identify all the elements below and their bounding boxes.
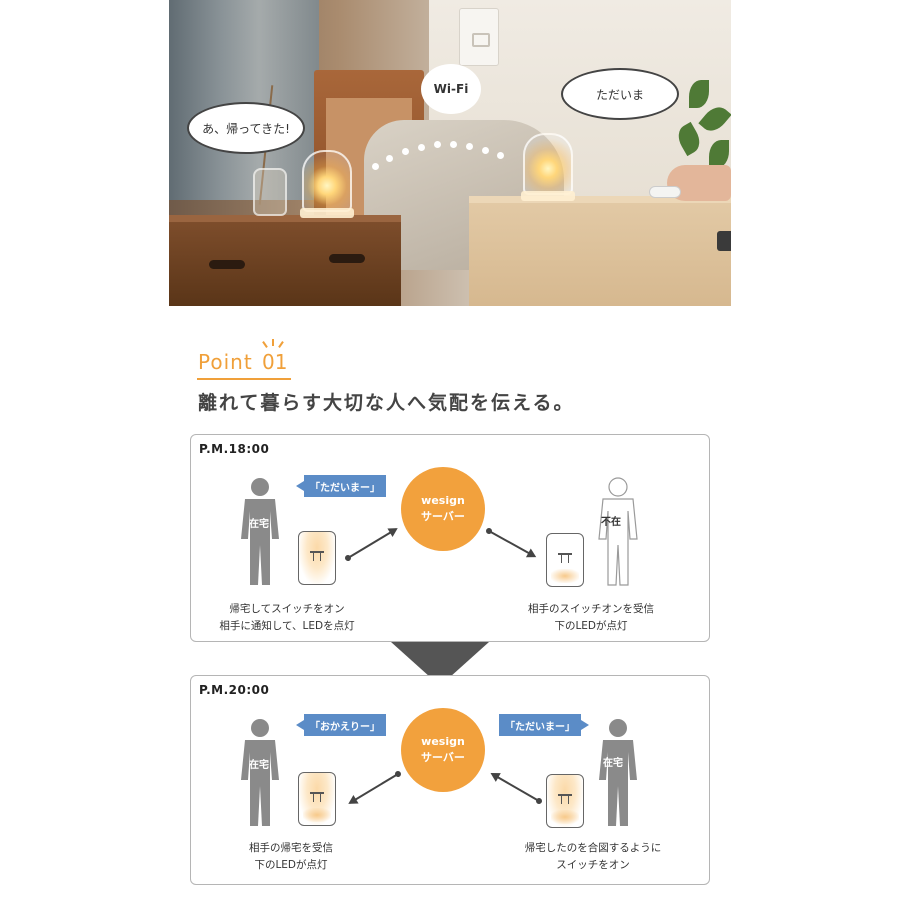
server-label: サーバー	[421, 510, 465, 523]
server-name: wesign	[421, 494, 465, 507]
server-name: wesign	[421, 735, 465, 748]
caption-left: 相手の帰宅を受信 下のLEDが点灯	[221, 840, 361, 874]
speech-tag-right: 「ただいまー」	[499, 714, 589, 736]
lamp-device-lit	[298, 772, 336, 826]
wesign-lamp-right	[521, 133, 575, 201]
status-label-home: 在宅	[249, 519, 269, 530]
signal-dot	[482, 147, 489, 154]
lamp-mark-icon	[558, 794, 572, 806]
glass-vase	[253, 168, 287, 216]
signal-dot	[386, 155, 393, 162]
person-icon-home	[235, 475, 285, 587]
speech-bubble-right: ただいま	[561, 68, 679, 120]
drawer-knob	[717, 231, 731, 251]
wesign-server: wesign サーバー	[401, 708, 485, 792]
flow-arrow	[347, 528, 397, 559]
plant-leaf	[689, 80, 709, 108]
point-number: 01	[262, 350, 288, 374]
caption-line: 帰宅してスイッチをオン	[229, 603, 345, 615]
wesign-server: wesign サーバー	[401, 467, 485, 551]
caption-line: スイッチをオン	[556, 859, 630, 871]
flow-arrow	[349, 773, 399, 804]
led-glow	[551, 810, 579, 824]
flow-arrow	[488, 530, 535, 558]
status-label-home: 在宅	[249, 760, 269, 771]
left-side-table	[169, 222, 401, 306]
signal-dot	[497, 152, 504, 159]
speech-tag-left: 「おかえりー」	[296, 714, 386, 736]
signal-dot	[418, 144, 425, 151]
person-icon-away	[593, 475, 643, 587]
product-photo: Wi-Fi あ、帰ってきた! ただいま	[169, 0, 731, 306]
person-icon-home-right	[593, 716, 643, 828]
caption-line: 帰宅したのを合図するように	[524, 842, 662, 854]
caption-right: 帰宅したのを合図するように スイッチをオン	[509, 840, 677, 874]
wesign-lamp-left	[300, 150, 354, 218]
time-label: P.M.20:00	[199, 683, 270, 697]
signal-dot	[402, 148, 409, 155]
drawer-handle	[329, 254, 365, 263]
signal-dot	[466, 143, 473, 150]
spark-icon	[278, 341, 284, 348]
caption-line: 下のLEDが点灯	[254, 859, 328, 871]
point-underline	[197, 378, 291, 380]
led-glow	[303, 808, 331, 822]
drawer-handle	[209, 260, 245, 269]
signal-dot	[450, 141, 457, 148]
caption-right: 相手のスイッチオンを受信 下のLEDが点灯	[521, 601, 661, 635]
lamp-mark-icon	[310, 792, 324, 804]
lamp-device-lit	[298, 531, 336, 585]
status-label-away: 不在	[601, 517, 621, 528]
lamp-mark-icon	[558, 553, 572, 565]
caption-line: 下のLEDが点灯	[554, 620, 628, 632]
spark-icon	[262, 341, 268, 348]
lamp-device-bottom-lit	[546, 533, 584, 587]
signal-dot	[434, 141, 441, 148]
scenario-panel-2000: P.M.20:00 在宅 「おかえりー」 wesign サーバー 「ただいまー」…	[190, 675, 710, 885]
point-label: Point	[198, 350, 253, 374]
person-icon-home	[235, 716, 285, 828]
right-side-table	[469, 203, 731, 306]
caption-line: 相手に通知して、LEDを点灯	[219, 620, 355, 632]
lamp-mark-icon	[310, 551, 324, 563]
switch-remote	[649, 186, 681, 198]
plant-leaf	[709, 140, 729, 168]
lamp-device-lit	[546, 774, 584, 828]
caption-left: 帰宅してスイッチをオン 相手に通知して、LEDを点灯	[215, 601, 359, 635]
wall-outlet	[459, 8, 499, 66]
wifi-badge: Wi-Fi	[421, 64, 481, 114]
speech-bubble-left: あ、帰ってきた!	[187, 102, 305, 154]
section-title: 離れて暮らす大切な人へ気配を伝える。	[198, 392, 575, 414]
status-label-home-right: 在宅	[603, 758, 623, 769]
led-glow	[551, 569, 579, 583]
speech-tag: 「ただいまー」	[296, 475, 386, 497]
caption-line: 相手のスイッチオンを受信	[528, 603, 654, 615]
scenario-panel-1800: P.M.18:00 在宅 「ただいまー」 wesign サーバー 不在 帰宅して…	[190, 434, 710, 642]
spark-icon	[272, 339, 274, 346]
server-label: サーバー	[421, 751, 465, 764]
signal-dot	[372, 163, 379, 170]
flow-arrow	[491, 773, 540, 802]
curtain	[169, 0, 319, 200]
time-label: P.M.18:00	[199, 442, 270, 456]
caption-line: 相手の帰宅を受信	[249, 842, 333, 854]
